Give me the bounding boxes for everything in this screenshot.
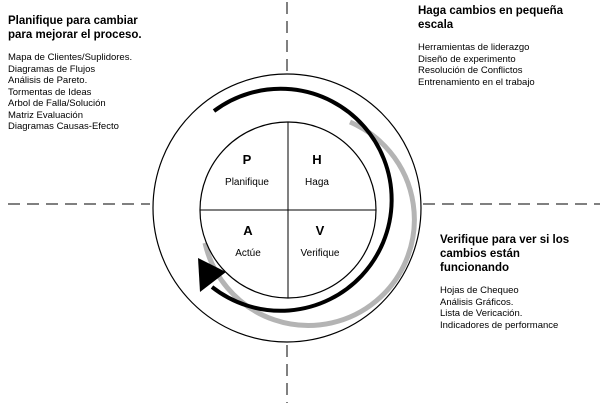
quadrant-do-label: Haga bbox=[305, 177, 329, 188]
list-item: Matriz Evaluación bbox=[8, 109, 83, 121]
check-panel: Verifique para ver si los cambios están … bbox=[440, 233, 590, 331]
quadrant-plan: P Planifique bbox=[203, 152, 291, 188]
quadrant-do-letter: H bbox=[312, 152, 322, 167]
do-panel-title: Haga cambios en pequeña escala bbox=[418, 5, 564, 31]
quadrant-do: H Haga bbox=[273, 152, 361, 188]
quadrant-check: V Verifique bbox=[276, 223, 364, 259]
list-item: Entrenamiento en el trabajo bbox=[418, 76, 535, 88]
check-panel-title: Verifique para ver si los cambios están … bbox=[440, 234, 570, 274]
list-item: Indicadores de performance bbox=[440, 319, 559, 331]
list-item: Arbol de Falla/Solución bbox=[8, 98, 106, 109]
check-tools-list: Hojas de Chequeo Análisis Gráficos. List… bbox=[440, 285, 590, 331]
plan-panel-title: Planifique para cambiar para mejorar el … bbox=[8, 15, 142, 41]
quadrant-act-label: Actúe bbox=[235, 248, 261, 259]
quadrant-check-letter: V bbox=[315, 223, 325, 238]
do-tools-list: Herramientas de liderazgo Diseño de expe… bbox=[418, 42, 568, 88]
quadrant-act-letter: A bbox=[243, 223, 253, 238]
list-item: Tormentas de Ideas bbox=[8, 86, 92, 98]
list-item: Hojas de Chequeo bbox=[440, 285, 519, 296]
plan-tools-list: Mapa de Clientes/Suplidores. Diagramas d… bbox=[8, 52, 163, 133]
list-item: Resolución de Conflictos bbox=[418, 65, 523, 76]
cycle-arrowhead-icon bbox=[198, 258, 226, 292]
list-item: Análisis Gráficos. bbox=[440, 296, 514, 308]
list-item: Mapa de Clientes/Suplidores. bbox=[8, 52, 133, 63]
quadrant-plan-letter: P bbox=[242, 152, 252, 167]
cycle-arrow bbox=[210, 86, 394, 313]
quadrant-plan-label: Planifique bbox=[225, 177, 269, 188]
cycle-arrow-shadow bbox=[202, 119, 417, 328]
list-item: Análisis de Pareto. bbox=[8, 75, 88, 86]
list-item: Diagramas Causas-Efecto bbox=[8, 121, 119, 132]
list-item: Lista de Vericación. bbox=[440, 308, 523, 319]
do-panel: Haga cambios en pequeña escala Herramien… bbox=[418, 4, 568, 88]
plan-panel: Planifique para cambiar para mejorar el … bbox=[8, 14, 163, 133]
quadrant-act: A Actúe bbox=[204, 223, 292, 259]
list-item: Herramientas de liderazgo bbox=[418, 42, 530, 53]
list-item: Diagramas de Flujos bbox=[8, 63, 96, 75]
list-item: Diseño de experimento bbox=[418, 53, 516, 65]
quadrant-check-label: Verifique bbox=[300, 248, 340, 259]
